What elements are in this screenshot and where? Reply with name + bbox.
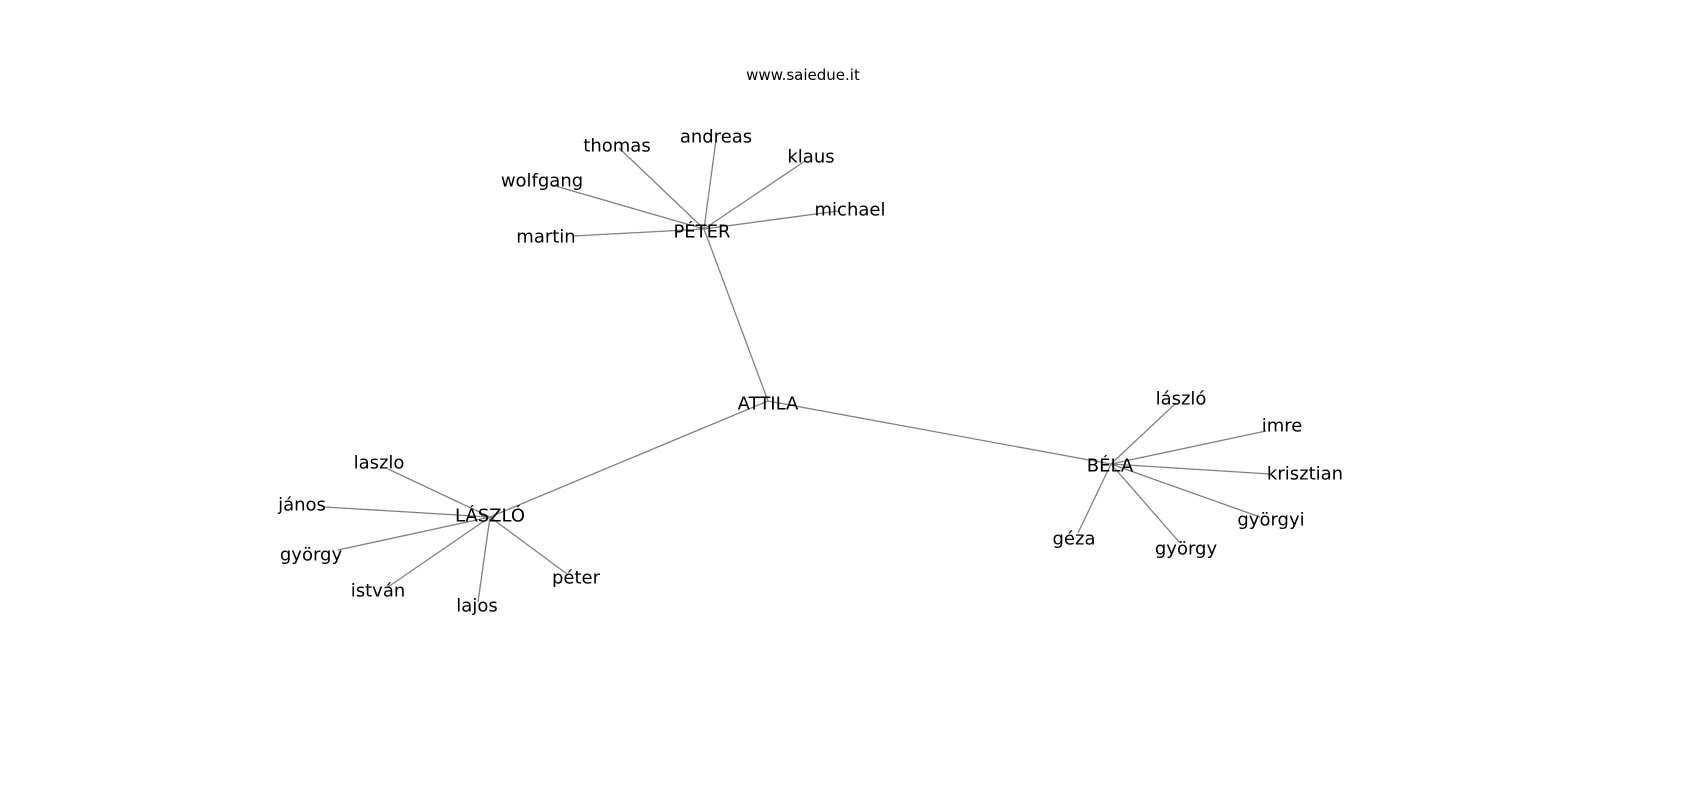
edge-laszlo-peter xyxy=(489,516,568,575)
node-label-gyorgy1: györgy xyxy=(279,544,343,566)
node-label-wolfgang: wolfgang xyxy=(500,170,584,192)
edge-bela-krisztian xyxy=(1110,463,1271,475)
node-label-thomas: thomas xyxy=(583,135,651,157)
node-label-geza: géza xyxy=(1052,528,1096,550)
node-label-peter: péter xyxy=(551,567,601,589)
edge-bela-gyorgy2 xyxy=(1110,463,1181,544)
edge-peter-thomas xyxy=(618,147,705,230)
node-label-peter: PÉTER xyxy=(673,221,731,243)
edge-attila-peter xyxy=(703,228,769,402)
node-label-klaus: klaus xyxy=(787,146,835,168)
edge-peter-michael xyxy=(703,210,839,230)
node-label-janos: jános xyxy=(278,494,326,516)
edge-laszlo-istvan xyxy=(387,516,491,588)
node-label-istvan: istván xyxy=(350,580,406,602)
edge-laszlo-lajos xyxy=(477,516,491,603)
node-label-imre: imre xyxy=(1261,415,1303,437)
edge-laszlo-laszlo xyxy=(387,468,491,518)
edge-laszlo-janos xyxy=(324,506,491,518)
node-label-andreas: andreas xyxy=(679,126,753,148)
node-label-michael: michael xyxy=(814,199,886,221)
node-label-lajos: lajos xyxy=(456,595,498,617)
node-label-laszlo2: lászló xyxy=(1155,388,1207,410)
node-label-krisztian: krisztian xyxy=(1266,463,1344,485)
edge-attila-bela xyxy=(767,400,1112,465)
edge-bela-geza xyxy=(1077,463,1112,534)
node-label-martin: martin xyxy=(516,226,576,248)
edge-peter-klaus xyxy=(703,160,806,230)
edge-peter-andreas xyxy=(703,139,717,230)
node-label-gyorgyi: györgyi xyxy=(1237,509,1305,531)
node-label-attila: ATTILA xyxy=(737,393,799,415)
edge-peter-wolfgang xyxy=(551,184,705,230)
node-label-laszlo: LÁSZLÓ xyxy=(454,505,526,527)
node-label-laszlo: laszlo xyxy=(353,452,405,474)
node-label-gyorgy2: györgy xyxy=(1154,538,1218,560)
edge-bela-gyorgyi xyxy=(1110,463,1261,518)
diagram-title: www.saiedue.it xyxy=(746,66,860,84)
edge-peter-martin xyxy=(573,228,705,237)
edge-bela-laszlo2 xyxy=(1110,402,1177,465)
node-label-bela: BÉLA xyxy=(1086,455,1134,477)
edge-bela-imre xyxy=(1110,430,1267,465)
edge-laszlo-gyorgy1 xyxy=(337,516,491,551)
edge-attila-laszlo xyxy=(489,400,769,518)
